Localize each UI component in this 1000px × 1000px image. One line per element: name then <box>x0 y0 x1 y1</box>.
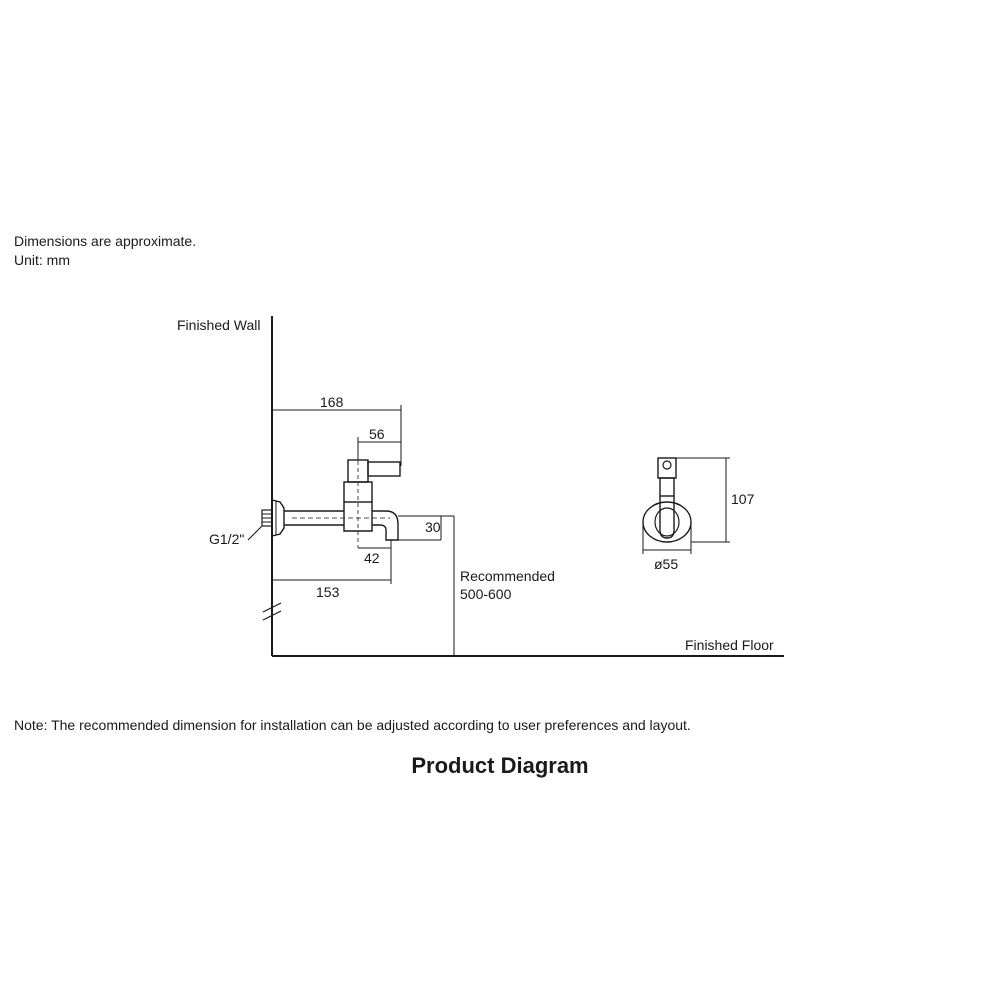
recommended-range-label: 500-600 <box>460 586 512 602</box>
dim-spout-tip: 42 <box>364 550 380 566</box>
dim-spout-length: 153 <box>316 584 340 600</box>
wall-and-floor <box>262 316 784 657</box>
front-bonnet <box>659 477 675 497</box>
dimension-lines <box>272 405 455 656</box>
recommended-label: Recommended <box>460 568 555 584</box>
installation-note: Note: The recommended dimension for inst… <box>14 717 691 733</box>
dimension-notes: Dimensions are approximate. Unit: mm <box>14 232 196 270</box>
faucet-side-view <box>261 440 401 548</box>
dim-handle-offset: 56 <box>369 426 385 442</box>
dim-height: 107 <box>731 491 755 507</box>
wall-flange <box>271 499 285 537</box>
finished-floor-label: Finished Floor <box>685 637 774 653</box>
dim-spout-drop: 30 <box>425 519 441 535</box>
dim-overall-length: 168 <box>320 394 344 410</box>
faucet-front-view <box>642 457 730 554</box>
lever-handle <box>367 461 401 477</box>
dim-flange-diameter: ø55 <box>654 556 678 572</box>
front-spout <box>659 496 675 539</box>
spout-outlet <box>372 510 399 541</box>
unit-note: Unit: mm <box>14 252 70 268</box>
finished-wall-label: Finished Wall <box>177 317 261 333</box>
diagram-title: Product Diagram <box>411 753 589 778</box>
approximate-note: Dimensions are approximate. <box>14 233 197 249</box>
wall-break-mark <box>262 610 282 621</box>
thread-label: G1/2" <box>209 531 244 547</box>
wall-break-mark <box>262 602 282 613</box>
